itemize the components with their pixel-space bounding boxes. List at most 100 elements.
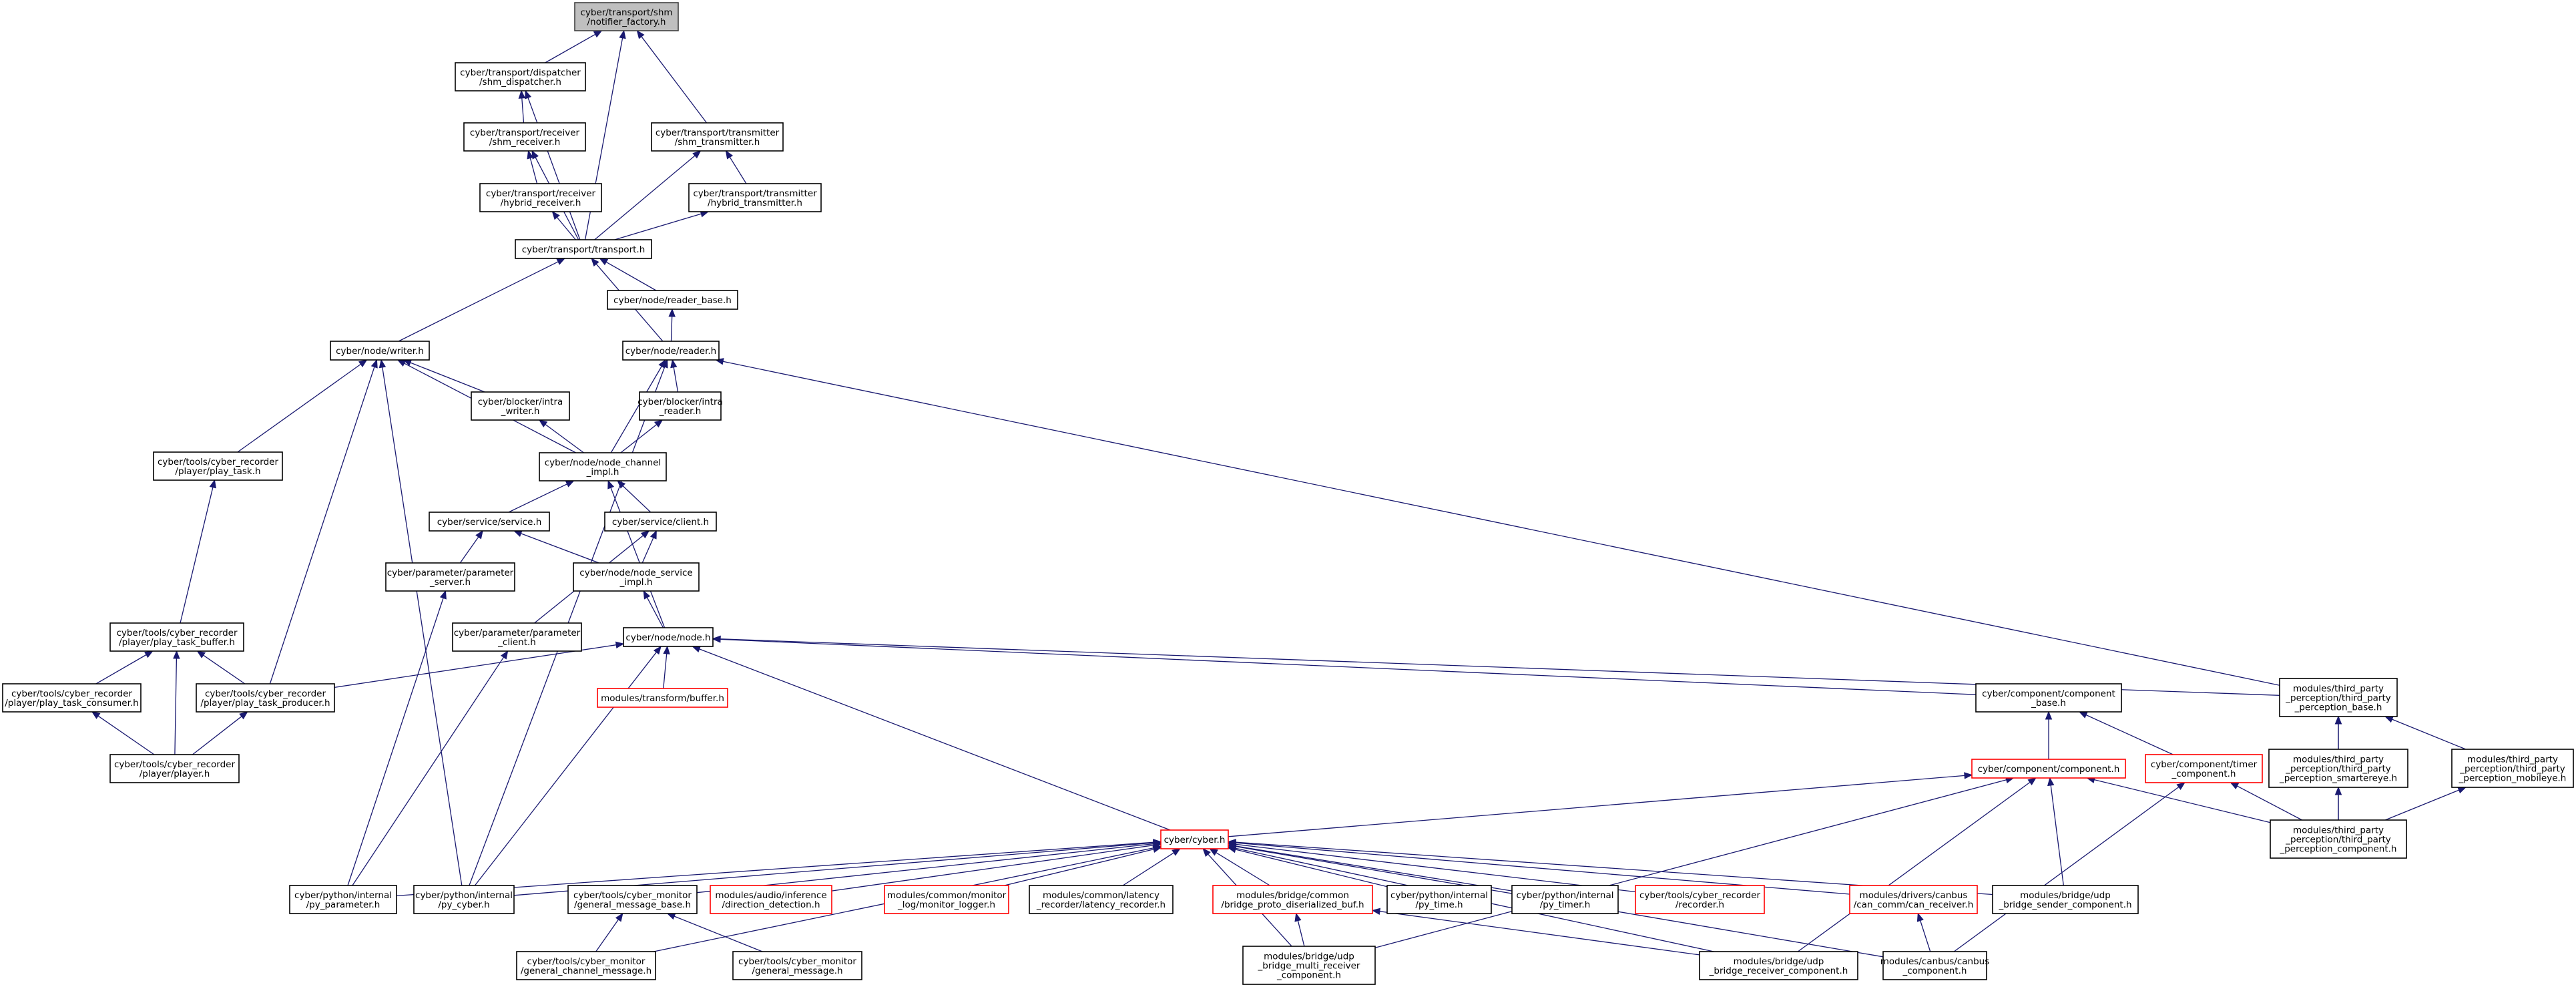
edge-arrowhead [1152,844,1162,851]
graph-node-tp-smartereye[interactable]: modules/third_party_perception/third_par… [2268,749,2408,788]
edge-line [352,656,505,886]
edge-arrowhead [661,359,668,369]
node-label-line: /recorder.h [1676,900,1724,910]
edge-arrowhead [538,419,548,427]
graph-node-tp-base[interactable]: modules/third_party_perception/third_par… [2279,678,2398,717]
edge-arrowhead [1227,843,1237,850]
edge-line [203,654,246,684]
graph-node-udp-receiver[interactable]: modules/bridge/udp_bridge_receiver_compo… [1699,951,1858,980]
node-label-line: cyber/transport/receiver [470,128,580,138]
graph-node-general-message[interactable]: cyber/tools/cyber_monitor/general_messag… [732,951,862,980]
graph-node-shm-transmitter[interactable]: cyber/transport/transmitter/shm_transmit… [651,122,784,152]
node-box [455,62,586,91]
graph-node-intra-reader[interactable]: cyber/blocker/intra_reader.h [637,391,723,421]
node-box [732,951,862,980]
edge-line [192,716,242,755]
graph-node-canbus-component[interactable]: modules/canbus/canbus_component.h [1880,951,1990,980]
graph-node-parameter-server[interactable]: cyber/parameter/parameter_server.h [385,562,515,592]
graph-node-recorder[interactable]: cyber/tools/cyber_recorder/recorder.h [1635,885,1765,914]
graph-node-direction-detection[interactable]: modules/audio/inference/direction_detect… [710,885,832,914]
dependency-edge [643,590,664,628]
edge-arrowhead [615,912,623,922]
graph-node-udp-multi-receiver[interactable]: modules/bridge/udp_bridge_multi_receiver… [1242,946,1376,985]
graph-node-intra-writer[interactable]: cyber/blocker/intra_writer.h [471,391,570,421]
node-label-line: modules/common/monitor [887,890,1007,901]
graph-node-component-base[interactable]: cyber/component/component_base.h [1975,683,2122,713]
node-box [604,512,717,532]
graph-node-reader[interactable]: cyber/node/reader.h [622,341,720,361]
edge-arrowhead [654,419,664,428]
graph-node-udp-sender[interactable]: modules/bridge/udp_bridge_sender_compone… [1992,885,2139,914]
graph-node-writer[interactable]: cyber/node/writer.h [330,341,430,361]
graph-node-component[interactable]: cyber/component/component.h [1971,759,2126,779]
graph-node-proto-buf[interactable]: modules/bridge/common/bridge_proto_diser… [1212,885,1373,914]
dependency-edge [474,645,662,886]
node-label-line: cyber/transport/receiver [486,188,596,199]
node-label-line: /hybrid_transmitter.h [708,198,802,208]
edge-line [646,597,664,628]
dependency-edge [269,359,378,684]
edge-arrowhead [1916,912,1924,922]
graph-node-py-cyber[interactable]: cyber/python/internal/py_cyber.h [413,885,515,914]
node-label-line: cyber/transport/dispatcher [460,67,581,78]
graph-node-py-timer[interactable]: cyber/python/internal/py_timer.h [1511,885,1619,914]
edge-arrowhead [370,359,378,369]
graph-node-play-task-producer[interactable]: cyber/tools/cyber_recorder/player/play_t… [196,683,335,713]
graph-node-player[interactable]: cyber/tools/cyber_recorder/player/player… [109,754,240,783]
node-box [109,622,244,652]
edge-line [529,158,538,184]
graph-node-latency-recorder[interactable]: modules/common/latency_recorder/latency_… [1029,885,1174,914]
node-label-line: cyber/tools/cyber_recorder [205,688,326,699]
graph-node-general-message-base[interactable]: cyber/tools/cyber_monitor/general_messag… [567,885,698,914]
graph-node-buffer[interactable]: modules/transform/buffer.h [597,688,728,708]
graph-edges [91,29,2467,958]
node-box [2451,749,2574,788]
node-box [153,451,283,481]
edge-arrowhead [1202,848,1211,857]
dependency-edge [237,359,368,453]
edge-line [1235,849,1388,887]
graph-node-client[interactable]: cyber/service/client.h [604,512,717,532]
edge-line [610,366,662,453]
graph-node-parameter-client[interactable]: cyber/parameter/parameter_client.h [452,622,582,652]
graph-node-transport[interactable]: cyber/transport/transport.h [515,239,652,259]
edge-line [2050,785,2064,886]
edge-line [622,485,652,513]
edge-arrowhead [692,646,702,652]
graph-node-monitor-logger[interactable]: modules/common/monitor_log/monitor_logge… [884,885,1009,914]
graph-node-node[interactable]: cyber/node/node.h [623,627,714,647]
node-label-line: /player/player.h [140,769,210,779]
graph-node-service[interactable]: cyber/service/service.h [429,512,550,532]
graph-node-play-task-buffer[interactable]: cyber/tools/cyber_recorder/player/play_t… [109,622,244,652]
node-box [1849,885,1978,914]
graph-node-node-service-impl[interactable]: cyber/node/node_service_impl.h [573,562,700,592]
graph-node-tp-mobileye[interactable]: modules/third_party_perception/third_par… [2451,749,2574,788]
graph-node-shm-dispatcher[interactable]: cyber/transport/dispatcher/shm_dispatche… [455,62,586,91]
edge-arrowhead [640,530,650,539]
edge-line [1235,843,1636,893]
graph-node-play-task-consumer[interactable]: cyber/tools/cyber_recorder/player/play_t… [2,683,142,713]
graph-node-tp-component[interactable]: modules/third_party_perception/third_par… [2270,819,2407,859]
graph-node-notifier[interactable]: cyber/transport/shm/notifier_factory.h [574,2,679,31]
node-label-line: modules/third_party [2293,684,2384,695]
graph-node-py-parameter[interactable]: cyber/python/internal/py_parameter.h [289,885,397,914]
graph-node-shm-receiver[interactable]: cyber/transport/receiver/shm_receiver.h [463,122,586,152]
graph-node-hybrid-transmitter[interactable]: cyber/transport/transmitter/hybrid_trans… [688,183,822,212]
graph-node-timer-component[interactable]: cyber/component/timer_component.h [2145,754,2263,783]
edge-line [1953,786,2179,952]
edge-arrowhead [712,635,721,643]
graph-node-cyber[interactable]: cyber/cyber.h [1160,829,1229,849]
graph-node-can-receiver[interactable]: modules/drivers/canbus/can_comm/can_rece… [1849,885,1978,914]
node-box [1882,951,1987,980]
node-label-line: cyber/tools/cyber_recorder [158,457,279,467]
edge-arrowhead [518,89,526,99]
graph-node-reader-base[interactable]: cyber/node/reader_base.h [607,290,738,310]
node-label-line: /py_cyber.h [438,900,489,910]
node-label-line: modules/common/latency [1043,890,1160,901]
graph-node-general-channel-message[interactable]: cyber/tools/cyber_monitor/general_channe… [516,951,656,980]
edge-line [641,36,708,124]
graph-node-node-channel-impl[interactable]: cyber/node/node_channel_impl.h [539,452,667,481]
graph-node-hybrid-receiver[interactable]: cyber/transport/receiver/hybrid_receiver… [479,183,602,212]
graph-node-play-task[interactable]: cyber/tools/cyber_recorder/player/play_t… [153,451,283,481]
graph-node-py-time[interactable]: cyber/python/internal/py_time.h [1386,885,1492,914]
